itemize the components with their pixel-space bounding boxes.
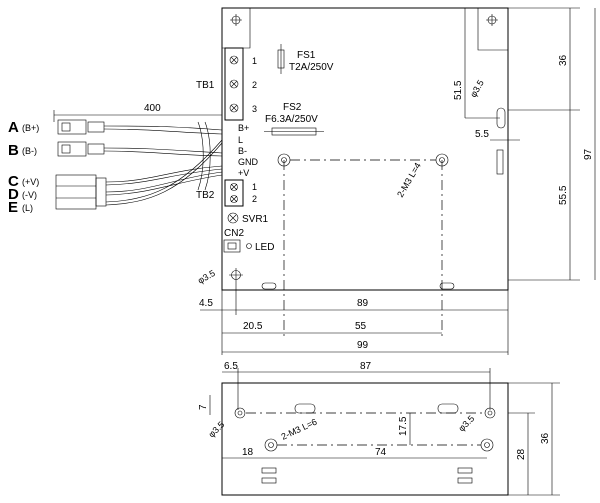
connector-letter: E — [8, 199, 18, 216]
tb1-label: TB1 — [196, 80, 215, 91]
terminal-label: B- — [238, 146, 247, 156]
slot — [457, 477, 473, 484]
side-screw — [264, 438, 278, 452]
slot — [439, 282, 455, 290]
tb1-screw — [229, 55, 239, 65]
side-screw-note: 2-M3 L=6 — [280, 417, 319, 442]
corner-hole — [486, 14, 498, 26]
side-screw — [480, 438, 494, 452]
fs2-label: FS2 — [283, 102, 302, 113]
dim-51-5: 51.5 — [453, 80, 464, 100]
connector-signal: (B-) — [22, 146, 37, 156]
terminal-label: +V — [238, 168, 249, 178]
connector-letter: C — [8, 173, 19, 190]
tb2-pin: 1 — [252, 182, 257, 192]
led-indicator — [246, 243, 252, 249]
connector-cde — [55, 174, 97, 210]
connector-letter: D — [8, 186, 19, 203]
tb1-block — [224, 47, 244, 121]
led-label: LED — [255, 242, 274, 253]
slot — [457, 467, 473, 474]
tb1-pin: 2 — [252, 80, 257, 90]
slot — [261, 477, 277, 484]
tb1-pin: 3 — [252, 104, 257, 114]
tb2-pin: 2 — [252, 194, 257, 204]
fs2-rating: F6.3A/250V — [265, 114, 318, 125]
tb2-screw — [230, 183, 238, 191]
corner-hole — [230, 14, 242, 26]
top-view: 1 2 3 TB1 FS1 T2A/250V FS2 F6.3A/250V B+… — [196, 7, 509, 340]
slot — [496, 149, 504, 175]
tb1-screw — [229, 103, 239, 113]
right-hole-dia: φ3.5 — [456, 413, 476, 433]
dim-36-side: 36 — [540, 432, 551, 444]
hole-dia: φ3.5 — [468, 78, 486, 99]
slot — [437, 403, 459, 414]
connector-signal: (B+) — [22, 123, 39, 133]
tb1-screw — [229, 79, 239, 89]
cable-length: 400 — [144, 103, 161, 114]
terminal-label: B+ — [238, 123, 249, 133]
connector-a — [57, 119, 87, 135]
tb1-pin: 1 — [252, 56, 257, 66]
side-hole — [234, 407, 246, 419]
slot — [261, 282, 277, 290]
fs1-symbol — [277, 44, 285, 74]
dim-4-5: 4.5 — [199, 298, 213, 309]
dim-17-5: 17.5 — [398, 416, 409, 436]
dim-20-5: 20.5 — [243, 321, 263, 332]
fs1-rating: T2A/250V — [289, 62, 334, 73]
terminal-label: GND — [238, 157, 259, 167]
dim-28: 28 — [516, 448, 527, 460]
cn2-connector — [223, 239, 241, 253]
connector-b — [57, 141, 87, 157]
terminal-label: L — [238, 135, 243, 145]
slot — [294, 403, 316, 414]
cn2-label: CN2 — [224, 228, 244, 239]
slot — [261, 467, 277, 474]
side-view: 6.5 87 7 φ3.5 2-M3 L=6 17.5 — [198, 361, 560, 496]
dim-7: 7 — [198, 404, 209, 410]
side-hole — [484, 407, 496, 419]
top-view-dimensions: 36 97 55.5 51.5 φ3.5 5.5 φ3.5 4.5 89 20.… — [196, 7, 596, 355]
svr1-label: SVR1 — [242, 214, 269, 225]
connector-signal: (L) — [22, 203, 33, 213]
dim-5-5: 5.5 — [475, 129, 489, 140]
dim-55: 55 — [355, 321, 367, 332]
connector-letter: B — [8, 142, 19, 159]
tb2-screw — [230, 195, 238, 203]
dim-55-5: 55.5 — [558, 185, 569, 205]
connector-signal: (-V) — [22, 190, 37, 200]
side-hole-dia: φ3.5 — [206, 419, 226, 439]
tb2-label: TB2 — [196, 190, 215, 201]
dim-74: 74 — [375, 447, 387, 458]
bottom-hole-dia: φ3.5 — [196, 268, 217, 286]
corner-hole — [229, 268, 243, 282]
dim-6-5: 6.5 — [224, 361, 238, 372]
fs2-symbol — [264, 127, 324, 136]
dim-36: 36 — [558, 54, 569, 66]
svr1-trimmer — [227, 212, 239, 224]
dim-87: 87 — [360, 361, 372, 372]
connector-signal: (+V) — [22, 177, 39, 187]
connector-letter: A — [8, 119, 19, 136]
cable-assembly: 400 A (B+) B (B-) C (+V) D (-V) — [8, 103, 223, 216]
dim-18: 18 — [242, 447, 254, 458]
dim-97: 97 — [583, 148, 594, 160]
dim-89: 89 — [357, 298, 369, 309]
screw-note: 2-M3 L=4 — [395, 161, 423, 199]
tb2-block — [224, 179, 244, 207]
dim-99: 99 — [357, 340, 369, 351]
fs1-label: FS1 — [297, 50, 316, 61]
